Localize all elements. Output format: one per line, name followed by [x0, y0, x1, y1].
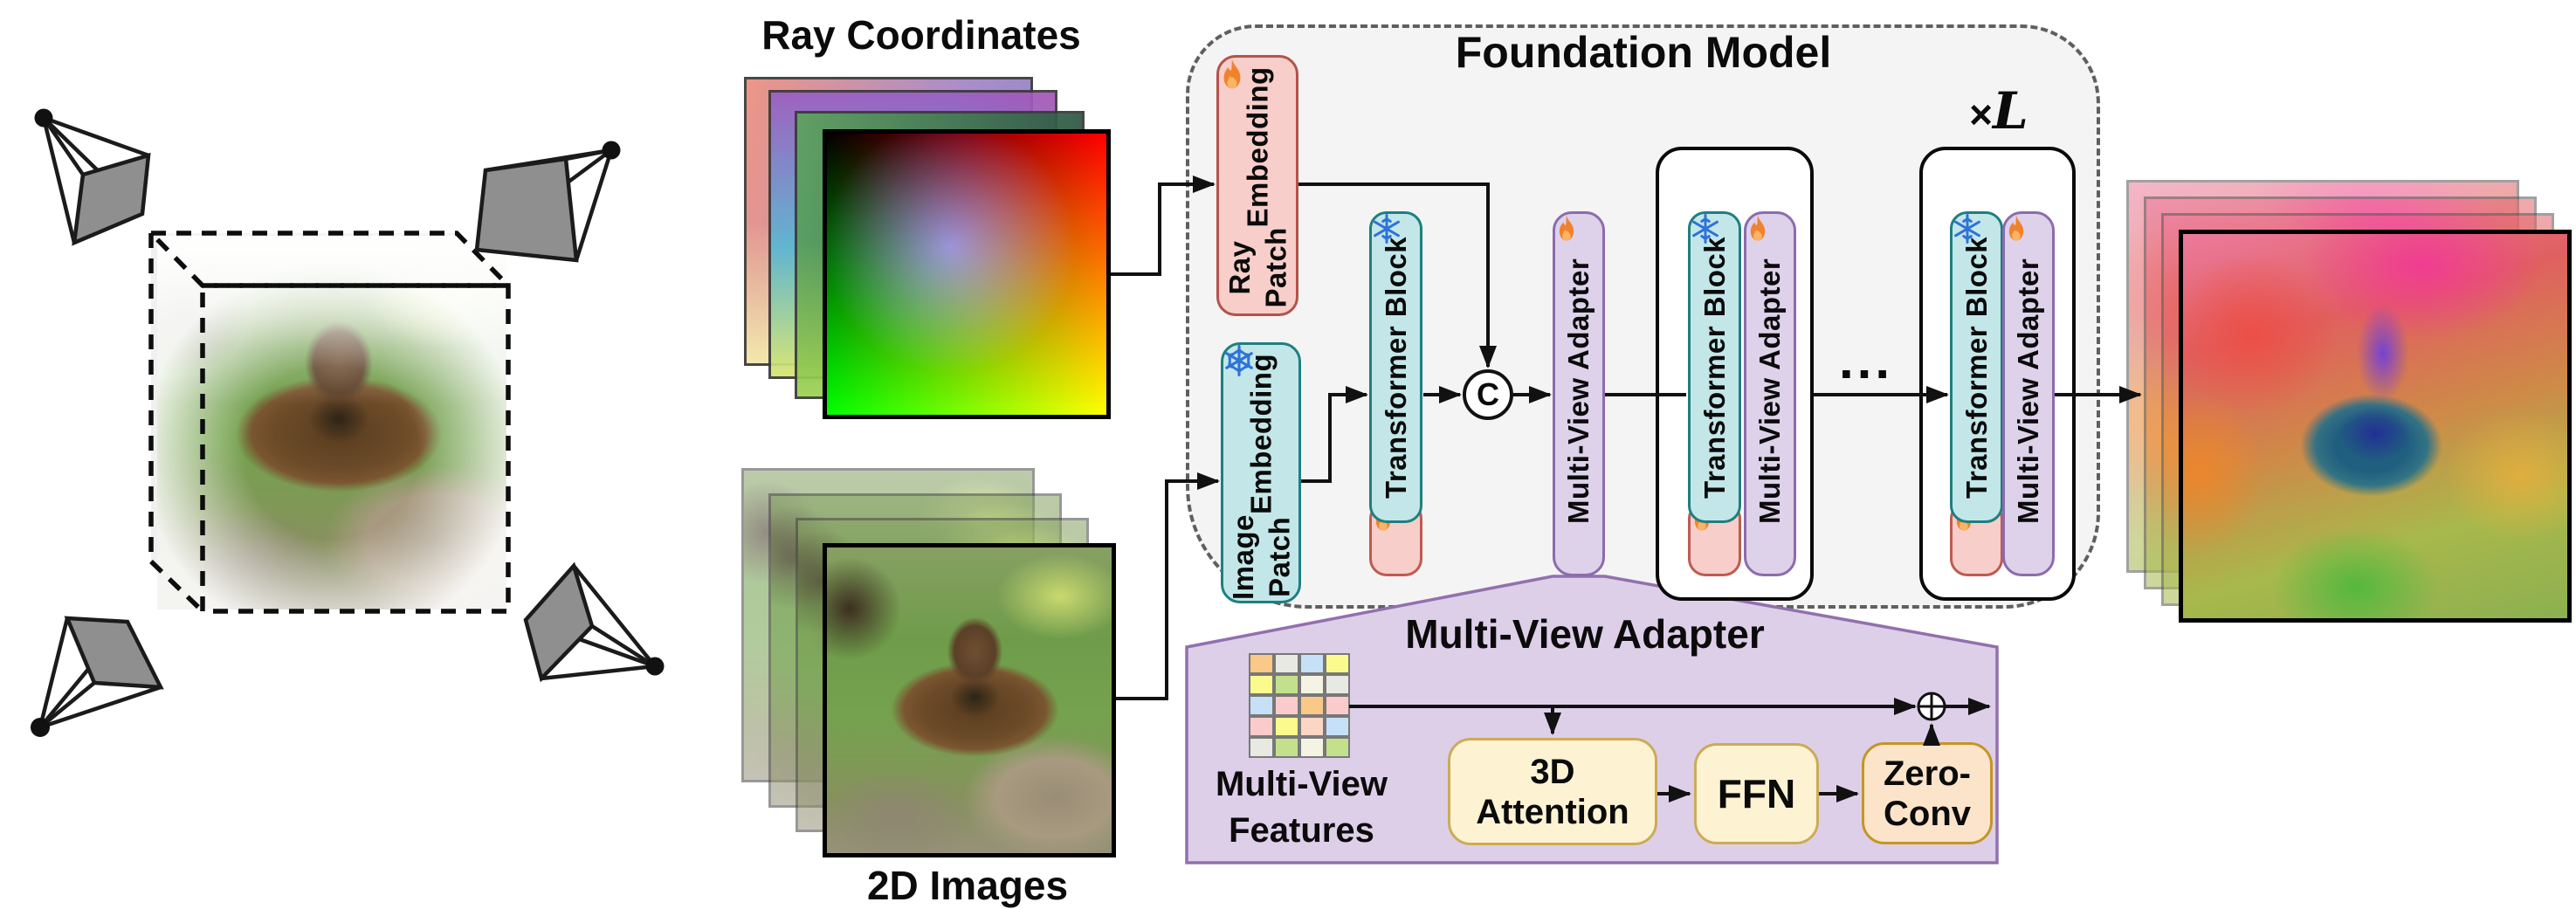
- ray-patch-embedding-label-line2: Embedding: [1239, 66, 1275, 227]
- multi-view-adapter-label: Multi-View Adapter: [2012, 258, 2045, 524]
- feature-grid-cell: [1274, 695, 1299, 716]
- image-patch-embedding-label-line2: Embedding: [1243, 354, 1278, 514]
- input-image-front: [823, 543, 1116, 857]
- feature-grid-cell: [1274, 674, 1299, 695]
- feature-grid-cell: [1249, 716, 1274, 737]
- repeat-variable: L: [1993, 81, 2028, 141]
- feature-grid-cell: [1299, 716, 1325, 737]
- camera-center-dot: [646, 658, 665, 676]
- camera-center-dot: [31, 718, 50, 737]
- feature-grid-cell: [1325, 737, 1350, 758]
- output-feature-front: [2179, 230, 2572, 623]
- camera-frustum-bottom-right: [526, 566, 665, 678]
- feature-grid-cell: [1274, 737, 1299, 758]
- camera-frustum-bottom-left: [31, 618, 161, 737]
- ellipsis: ...: [1822, 330, 1910, 390]
- multi-view-adapter-label: Multi-View Adapter: [1753, 258, 1787, 524]
- multi-view-adapter-2: Multi-View Adapter: [1744, 211, 1796, 576]
- camera-center-dot: [35, 109, 53, 127]
- multi-view-features-label: Multi-View Features: [1195, 761, 1409, 854]
- ray-patch-embedding-box: Ray Patch Embedding: [1216, 55, 1298, 316]
- multi-view-adapter-label: Multi-View Adapter: [1562, 258, 1595, 524]
- transformer-block-1: Transformer Block: [1369, 211, 1422, 576]
- feature-grid-cell: [1249, 653, 1274, 674]
- attention-label-line2: Attention: [1476, 793, 1629, 831]
- add-node: [1918, 693, 1945, 720]
- multi-view-features-grid: [1249, 653, 1350, 758]
- ray-coordinates-title: Ray Coordinates: [703, 12, 1140, 59]
- features-label-line1: Multi-View: [1216, 765, 1388, 803]
- feature-grid-cell: [1299, 695, 1325, 716]
- zero-conv-label-line1: Zero-: [1884, 754, 1971, 793]
- ray-patch-embedding-label-line1: Ray Patch: [1222, 227, 1294, 307]
- camera-frustum-top-left: [35, 109, 149, 244]
- feature-grid-cell: [1325, 716, 1350, 737]
- features-label-line2: Features: [1229, 811, 1374, 850]
- transformer-block-label: Transformer Block: [1380, 236, 1413, 498]
- multi-view-adapter-3: Multi-View Adapter: [2002, 211, 2055, 576]
- feature-grid-cell: [1325, 695, 1350, 716]
- transformer-block-3: Transformer Block: [1950, 211, 2003, 576]
- feature-grid-cell: [1249, 674, 1274, 695]
- ray-image-front: [823, 129, 1111, 419]
- concat-label: C: [1477, 376, 1499, 413]
- ffn-label: FFN: [1718, 771, 1795, 817]
- feature-grid-cell: [1325, 674, 1350, 695]
- feature-grid-cell: [1299, 737, 1325, 758]
- feature-grid-cell: [1274, 653, 1299, 674]
- image-patch-embedding-label-line1: Image Patch: [1225, 514, 1298, 600]
- transformer-block-label: Transformer Block: [1698, 236, 1732, 498]
- 2d-images-title: 2D Images: [793, 863, 1142, 909]
- feature-grid-cell: [1325, 653, 1350, 674]
- feature-grid-cell: [1249, 695, 1274, 716]
- transformer-block-label: Transformer Block: [1960, 236, 1994, 498]
- feature-grid-cell: [1274, 716, 1299, 737]
- feature-grid-cell: [1249, 737, 1274, 758]
- scene-cube-image: [157, 236, 506, 609]
- feature-grid-cell: [1299, 653, 1325, 674]
- multi-view-adapter-1: Multi-View Adapter: [1553, 211, 1605, 576]
- transformer-block-2: Transformer Block: [1688, 211, 1741, 576]
- foundation-model-title: Foundation Model: [1425, 28, 1862, 79]
- image-patch-embedding-box: Image Patch Embedding: [1221, 342, 1301, 603]
- times-symbol: ×: [1969, 92, 1993, 137]
- zero-conv-box: Zero- Conv: [1862, 742, 1993, 844]
- attention-label-line1: 3D: [1530, 753, 1574, 791]
- attention-3d-box: 3D Attention: [1448, 738, 1657, 845]
- adapter-panel-title: Multi-View Adapter: [1367, 611, 1803, 658]
- camera-center-dot: [603, 141, 621, 160]
- zero-conv-label-line2: Conv: [1884, 795, 1971, 833]
- ffn-box: FFN: [1694, 743, 1819, 844]
- feature-grid-cell: [1299, 674, 1325, 695]
- repeat-times-label: ×L: [1911, 82, 2086, 141]
- concat-node: C: [1463, 369, 1513, 420]
